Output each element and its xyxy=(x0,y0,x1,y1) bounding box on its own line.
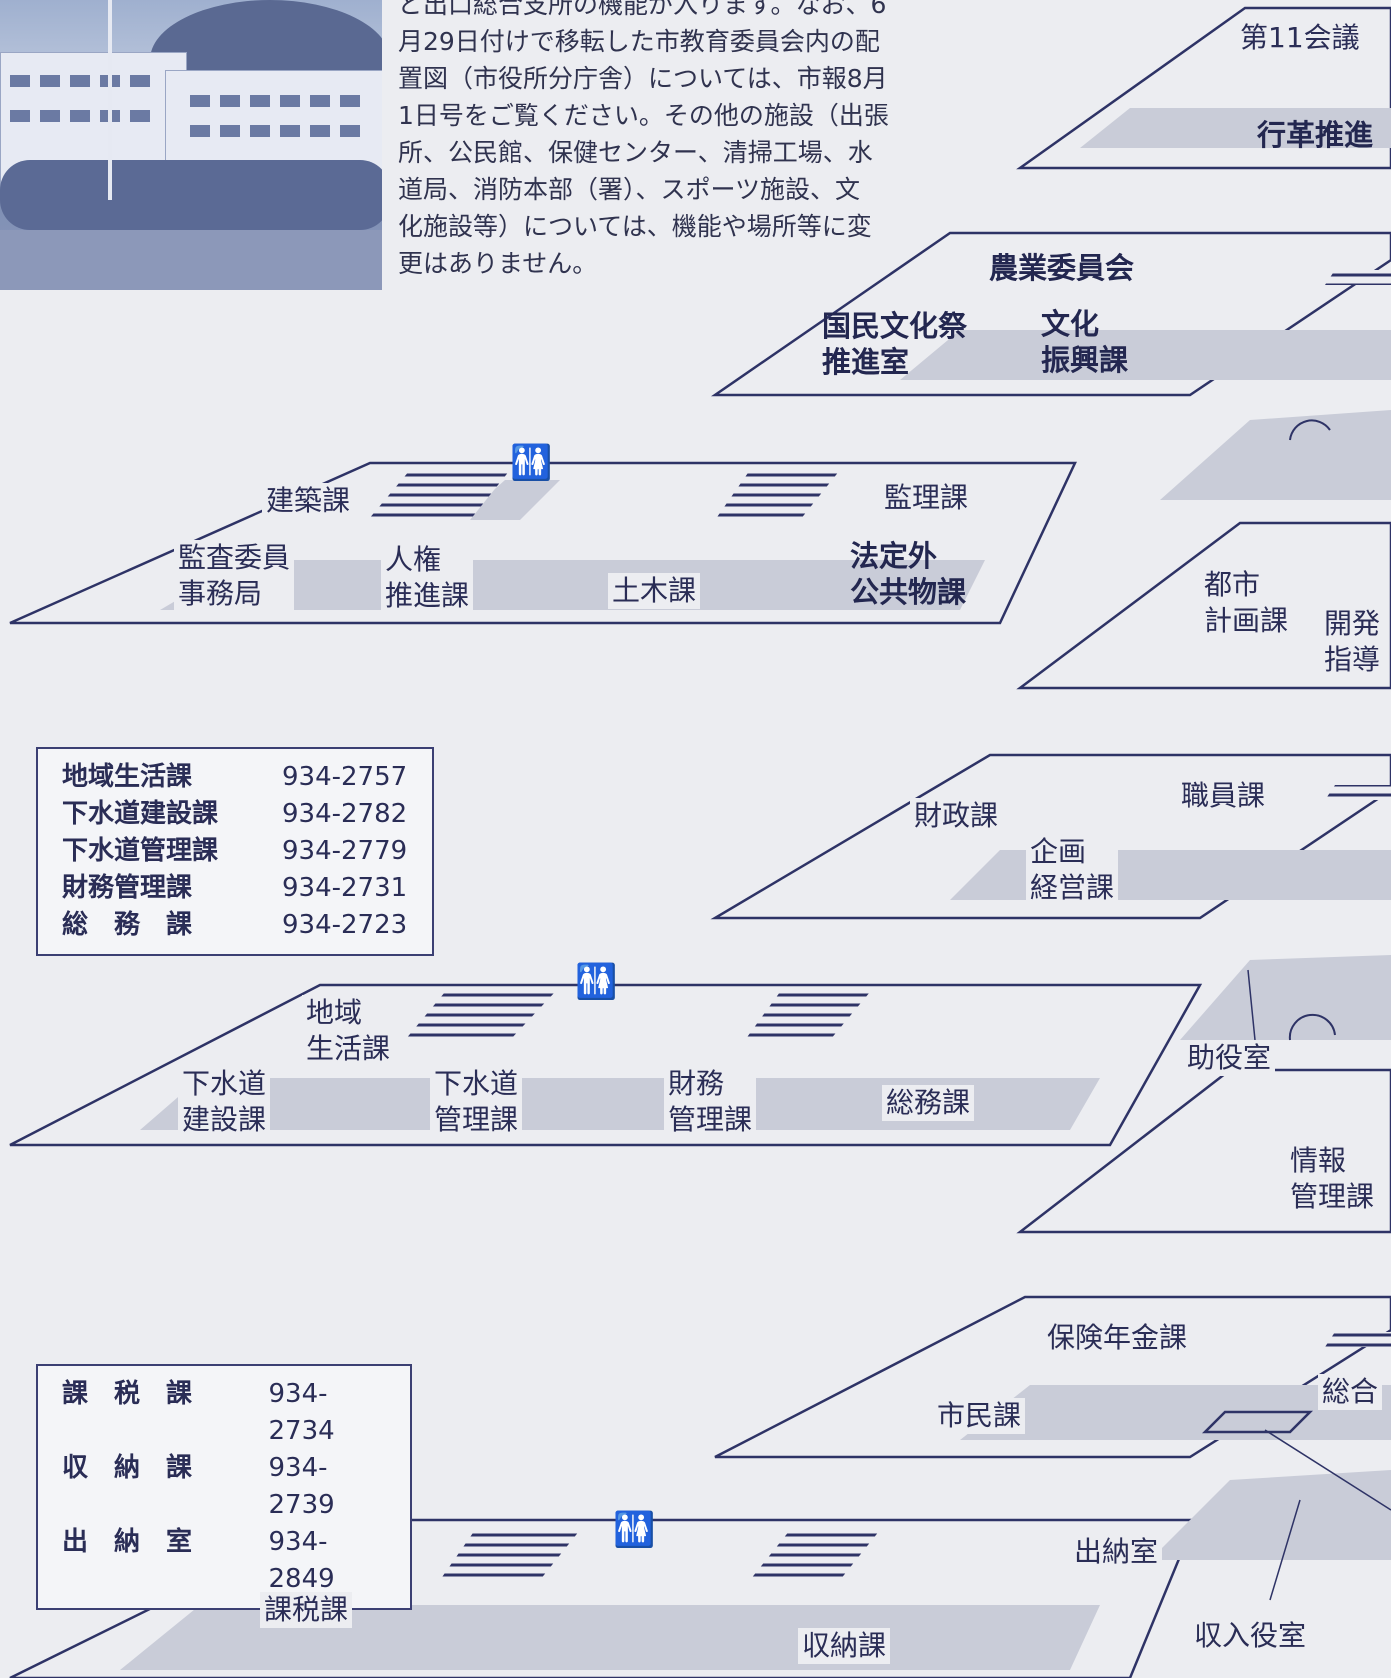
phone-number: 934-2782 xyxy=(282,799,408,829)
room-label: 土木課 xyxy=(608,573,701,609)
phone-directory-mid: 地域生活課 934-2757 下水道建設課 934-2782 下水道管理課 934-2… xyxy=(36,747,434,956)
parking-lot xyxy=(0,230,382,290)
room-label: 職員課 xyxy=(1177,778,1270,814)
phone-dept: 総 務 課 xyxy=(62,910,193,940)
room-label: 総務課 xyxy=(882,1085,975,1121)
hedge xyxy=(0,160,382,230)
room-label: 下水道 管理課 xyxy=(430,1066,523,1138)
intro-line: ど出口総合支所の機能が入ります。なお、6 xyxy=(398,0,887,19)
room-label: 企画 経営課 xyxy=(1026,834,1119,906)
room-label: 都市 計画課 xyxy=(1200,567,1293,639)
intro-line: 更はありません。 xyxy=(398,249,598,278)
floor-low-right xyxy=(714,1295,1391,1459)
room-label: 国民文化祭 推進室 xyxy=(822,309,968,379)
intro-line: 道局、消防本部（署）、スポーツ施設、文 xyxy=(398,175,861,204)
room-label: 収入役室 xyxy=(1190,1618,1311,1654)
phone-row: 総 務 課 934-2723 xyxy=(62,907,408,944)
phone-dept: 収 納 課 xyxy=(62,1453,193,1483)
phone-number: 934-2779 xyxy=(282,836,408,866)
intro-line: 化施設等）については、機能や場所等に変 xyxy=(398,212,872,241)
phone-number: 934-2757 xyxy=(282,762,408,792)
room-label: 法定外 公共物課 xyxy=(850,539,967,609)
phone-dept: 課 税 課 xyxy=(62,1379,193,1409)
room-label: 財政課 xyxy=(910,798,1003,834)
room-label: 第11会議 xyxy=(1236,20,1364,56)
phone-row: 財務管理課 934-2731 xyxy=(62,870,408,907)
phone-number: 934-2734 xyxy=(268,1379,335,1446)
room-label: 財務 管理課 xyxy=(664,1066,757,1138)
room-label: 市民課 xyxy=(933,1398,1026,1434)
phone-dept: 下水道建設課 xyxy=(62,799,219,829)
phone-number: 934-2739 xyxy=(268,1453,335,1520)
room-label: 監査委員 事務局 xyxy=(174,540,295,612)
phone-directory-low: 課 税 課 934-2734 収 納 課 934-2739 出 納 室 934-284… xyxy=(36,1364,412,1610)
phone-number: 934-2849 xyxy=(268,1527,335,1594)
room-label: 行革推進 xyxy=(1257,118,1374,152)
room-label: 収納課 xyxy=(798,1628,891,1664)
phone-dept: 地域生活課 xyxy=(62,762,193,792)
stairs-icon xyxy=(368,270,1391,1580)
room-label: 建築課 xyxy=(262,483,355,519)
city-hall-photo xyxy=(0,0,382,290)
room-label: 開発 指導 xyxy=(1320,606,1385,678)
floor-top-right xyxy=(710,231,1391,397)
phone-dept: 出 納 室 xyxy=(62,1527,193,1557)
room-label: 農業委員会 xyxy=(989,251,1135,285)
phone-number: 934-2731 xyxy=(282,873,408,903)
intro-line: 置図（市役所分庁舎）については、市報8月 xyxy=(398,64,888,93)
intro-line: 所、公民館、保健センター、清掃工場、水 xyxy=(398,138,873,167)
phone-row: 課 税 課 934-2734 xyxy=(62,1376,386,1450)
room-label: 総合 xyxy=(1318,1374,1383,1410)
phone-row: 出 納 室 934-2849 xyxy=(62,1524,386,1598)
restroom-icon: 🚻 xyxy=(575,962,618,1002)
phone-row: 収 納 課 934-2739 xyxy=(62,1450,386,1524)
room-label: 文化 振興課 xyxy=(1041,307,1129,377)
restroom-icon: 🚻 xyxy=(613,1510,656,1550)
phone-row: 地域生活課 934-2757 xyxy=(62,759,408,796)
room-label: 出納室 xyxy=(1070,1534,1163,1570)
phone-dept: 財務管理課 xyxy=(62,873,193,903)
room-label: 人権 推進課 xyxy=(381,542,474,614)
flagpole xyxy=(108,0,112,200)
room-label: 保険年金課 xyxy=(1043,1320,1192,1356)
intro-text: ど出口総合支所の機能が入ります。なお、6 月29日付けで移転した市教育委員会内の… xyxy=(398,0,948,282)
phone-number: 934-2723 xyxy=(282,910,408,940)
phone-dept: 下水道管理課 xyxy=(62,836,219,866)
intro-line: 月29日付けで移転した市教育委員会内の配 xyxy=(398,27,880,56)
room-label: 地域 生活課 xyxy=(302,995,395,1067)
room-label: 監理課 xyxy=(880,480,973,516)
room-label: 助役室 xyxy=(1183,1040,1276,1076)
phone-row: 下水道建設課 934-2782 xyxy=(62,796,408,833)
room-label: 下水道 建設課 xyxy=(178,1066,271,1138)
intro-line: 1日号をご覧ください。その他の施設（出張 xyxy=(398,101,889,130)
restroom-icon: 🚻 xyxy=(510,443,553,483)
room-label: 課税課 xyxy=(260,1592,353,1628)
room-label: 情報 管理課 xyxy=(1286,1143,1379,1215)
phone-row: 下水道管理課 934-2779 xyxy=(62,833,408,870)
